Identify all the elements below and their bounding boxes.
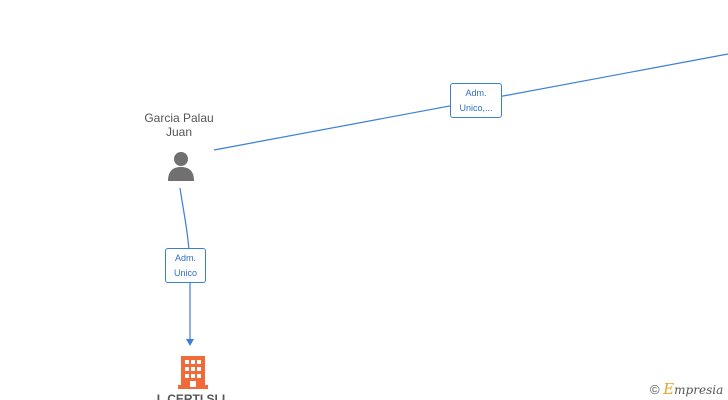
person-icon[interactable] — [166, 150, 196, 182]
brand-initial: E — [663, 380, 675, 398]
building-icon[interactable] — [177, 353, 209, 389]
edge-label-1-line1: Adm. — [465, 88, 487, 98]
edge-label-2-line1: Adm. — [174, 253, 196, 263]
arrowhead-icon — [186, 339, 194, 346]
person-name-line2: Juan — [165, 125, 193, 139]
brand-logo: Empresia — [663, 380, 724, 398]
edge-label-2-line2: Unico — [173, 268, 197, 278]
company-name-label: L CERTI SLL — [156, 392, 230, 400]
company-name[interactable]: L CERTI SLL — [150, 392, 236, 400]
person-name[interactable]: Garcia Palau Juan — [138, 111, 220, 139]
empresia-watermark: © Empresia — [650, 380, 723, 398]
edge-label-adm-unico-1[interactable]: Adm. Unico,... — [450, 83, 502, 118]
edge-label-adm-unico-2[interactable]: Adm. Unico — [165, 248, 206, 283]
copyright-icon: © — [650, 382, 660, 397]
edge-label-1-line2: Unico,... — [459, 103, 493, 113]
brand-rest: mpresia — [674, 383, 724, 397]
person-name-line1: Garcia Palau — [144, 111, 214, 125]
